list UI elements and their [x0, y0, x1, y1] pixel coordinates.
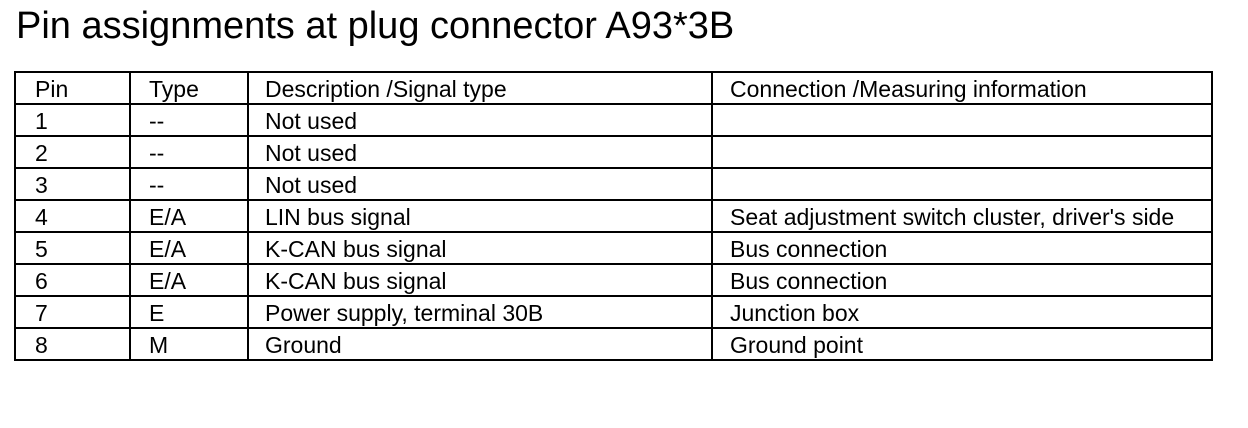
table-header-row: Pin Type Description /Signal type Connec… [14, 71, 1213, 105]
cell-pin: 7 [14, 295, 131, 329]
table-row: 1 -- Not used [14, 103, 1213, 137]
header-pin: Pin [14, 71, 131, 105]
cell-connection [711, 135, 1213, 169]
cell-description: Not used [247, 135, 713, 169]
cell-type: M [129, 327, 249, 361]
cell-type: E [129, 295, 249, 329]
cell-type: -- [129, 103, 249, 137]
table-row: 4 E/A LIN bus signal Seat adjustment swi… [14, 199, 1213, 233]
cell-connection [711, 103, 1213, 137]
cell-connection: Bus connection [711, 231, 1213, 265]
header-description: Description /Signal type [247, 71, 713, 105]
table-row: 6 E/A K-CAN bus signal Bus connection [14, 263, 1213, 297]
cell-pin: 3 [14, 167, 131, 201]
cell-type: E/A [129, 231, 249, 265]
header-type: Type [129, 71, 249, 105]
pin-assignment-table: Pin Type Description /Signal type Connec… [14, 71, 1213, 361]
page-title: Pin assignments at plug connector A93*3B [16, 5, 735, 47]
cell-pin: 6 [14, 263, 131, 297]
cell-connection [711, 167, 1213, 201]
cell-description: K-CAN bus signal [247, 231, 713, 265]
cell-pin: 1 [14, 103, 131, 137]
cell-type: -- [129, 167, 249, 201]
cell-type: E/A [129, 199, 249, 233]
cell-description: Not used [247, 103, 713, 137]
table-row: 7 E Power supply, terminal 30B Junction … [14, 295, 1213, 329]
cell-pin: 4 [14, 199, 131, 233]
cell-type: -- [129, 135, 249, 169]
cell-pin: 2 [14, 135, 131, 169]
table-row: 2 -- Not used [14, 135, 1213, 169]
cell-description: Ground [247, 327, 713, 361]
cell-description: K-CAN bus signal [247, 263, 713, 297]
cell-description: Power supply, terminal 30B [247, 295, 713, 329]
cell-connection: Junction box [711, 295, 1213, 329]
table-row: 5 E/A K-CAN bus signal Bus connection [14, 231, 1213, 265]
cell-pin: 5 [14, 231, 131, 265]
cell-description: Not used [247, 167, 713, 201]
table-row: 8 M Ground Ground point [14, 327, 1213, 361]
cell-type: E/A [129, 263, 249, 297]
cell-connection: Bus connection [711, 263, 1213, 297]
table-row: 3 -- Not used [14, 167, 1213, 201]
cell-description: LIN bus signal [247, 199, 713, 233]
cell-pin: 8 [14, 327, 131, 361]
cell-connection: Ground point [711, 327, 1213, 361]
header-connection: Connection /Measuring information [711, 71, 1213, 105]
cell-connection: Seat adjustment switch cluster, driver's… [711, 199, 1213, 233]
